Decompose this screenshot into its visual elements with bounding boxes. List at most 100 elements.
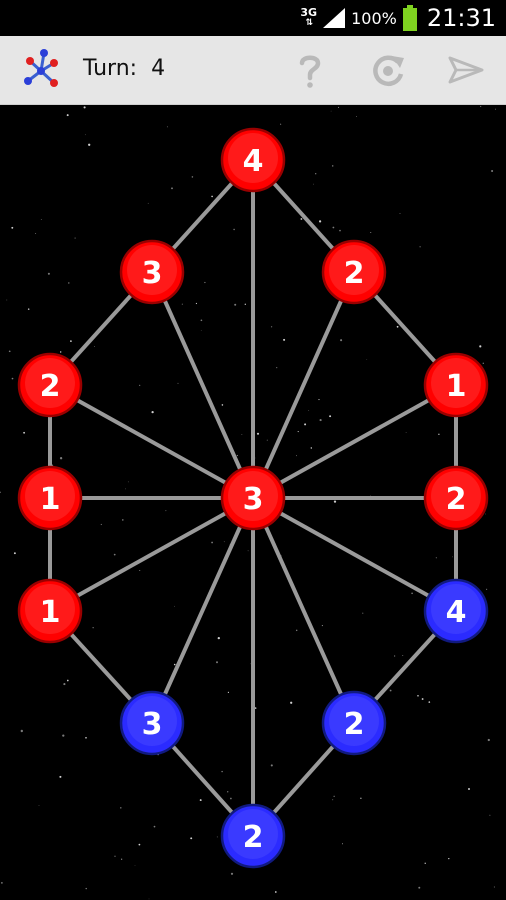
star bbox=[468, 788, 470, 790]
star bbox=[318, 399, 320, 401]
node-blue-n11[interactable]: 3 bbox=[119, 690, 185, 756]
star bbox=[318, 220, 322, 223]
star bbox=[191, 176, 194, 178]
star bbox=[485, 513, 486, 515]
star bbox=[331, 165, 334, 167]
star bbox=[200, 330, 202, 331]
node-value: 1 bbox=[40, 482, 61, 517]
star bbox=[486, 588, 488, 590]
node-blue-n10[interactable]: 4 bbox=[423, 578, 489, 644]
turn-value: 4 bbox=[151, 56, 166, 81]
star bbox=[315, 173, 317, 175]
star bbox=[297, 431, 299, 433]
star bbox=[85, 887, 87, 890]
node-red-n8[interactable]: 2 bbox=[423, 465, 489, 531]
star bbox=[47, 272, 50, 275]
star bbox=[254, 707, 257, 709]
star bbox=[217, 636, 220, 640]
star bbox=[339, 229, 341, 232]
star bbox=[85, 736, 87, 739]
star bbox=[360, 797, 362, 799]
star bbox=[411, 592, 413, 595]
star bbox=[35, 233, 37, 234]
node-red-n9[interactable]: 1 bbox=[17, 578, 83, 644]
star bbox=[389, 689, 392, 692]
star bbox=[127, 481, 129, 483]
node-red-n7[interactable]: 3 bbox=[220, 465, 286, 531]
star bbox=[139, 384, 141, 386]
edge-n5-n7 bbox=[252, 383, 457, 500]
star bbox=[221, 404, 224, 406]
star bbox=[93, 346, 95, 348]
star bbox=[313, 183, 314, 185]
network-indicator: 3G ⇅ bbox=[300, 7, 317, 29]
node-red-n5[interactable]: 1 bbox=[423, 352, 489, 418]
star bbox=[148, 898, 150, 900]
edge-n3-n7 bbox=[251, 271, 356, 499]
star bbox=[88, 143, 91, 146]
star bbox=[23, 431, 26, 434]
star bbox=[113, 553, 116, 556]
edge-n7-n9 bbox=[49, 496, 254, 613]
node-value: 3 bbox=[142, 256, 163, 291]
node-red-n3[interactable]: 2 bbox=[321, 239, 387, 305]
star bbox=[138, 843, 141, 846]
star bbox=[173, 663, 176, 666]
star bbox=[479, 345, 482, 348]
star bbox=[310, 447, 313, 449]
send-button[interactable] bbox=[446, 50, 486, 90]
help-button[interactable] bbox=[290, 50, 330, 90]
refresh-icon bbox=[373, 55, 404, 86]
node-blue-n13[interactable]: 2 bbox=[220, 803, 286, 869]
star bbox=[362, 612, 364, 614]
star bbox=[417, 695, 419, 697]
node-red-n6[interactable]: 1 bbox=[17, 465, 83, 531]
star bbox=[319, 419, 322, 422]
star bbox=[227, 691, 229, 694]
star bbox=[121, 519, 124, 521]
star bbox=[330, 110, 332, 112]
star bbox=[221, 770, 223, 773]
edge-n2-n7 bbox=[150, 271, 255, 499]
graph-logo-icon[interactable] bbox=[18, 47, 64, 93]
edge-n4-n7 bbox=[49, 383, 254, 500]
node-highlight bbox=[228, 133, 278, 183]
star bbox=[480, 105, 482, 108]
star bbox=[356, 116, 357, 118]
edge-n7-n10 bbox=[252, 496, 457, 613]
star bbox=[100, 523, 102, 526]
star bbox=[20, 729, 23, 733]
node-highlight bbox=[25, 358, 75, 408]
node-blue-n12[interactable]: 2 bbox=[321, 690, 387, 756]
star bbox=[63, 683, 66, 686]
node-value: 1 bbox=[40, 595, 61, 630]
node-highlight bbox=[228, 809, 278, 859]
star bbox=[171, 187, 173, 190]
star bbox=[92, 627, 94, 629]
star bbox=[394, 655, 396, 657]
network-type: 3G bbox=[300, 6, 318, 19]
node-highlight bbox=[329, 696, 379, 746]
clock: 21:31 bbox=[426, 4, 496, 32]
node-highlight bbox=[431, 471, 481, 521]
signal-icon bbox=[323, 8, 346, 28]
node-value: 2 bbox=[344, 707, 365, 742]
star bbox=[366, 359, 368, 360]
star bbox=[0, 491, 1, 494]
node-red-n4[interactable]: 2 bbox=[17, 352, 83, 418]
star bbox=[120, 807, 122, 809]
star bbox=[419, 246, 421, 248]
node-red-n2[interactable]: 3 bbox=[119, 239, 185, 305]
star bbox=[495, 108, 496, 110]
node-value: 2 bbox=[446, 482, 467, 517]
star bbox=[435, 557, 437, 559]
star bbox=[370, 231, 372, 233]
refresh-button[interactable] bbox=[368, 50, 408, 90]
star bbox=[38, 805, 40, 806]
star bbox=[424, 862, 426, 864]
node-red-n1[interactable]: 4 bbox=[220, 127, 286, 193]
star bbox=[300, 218, 303, 220]
